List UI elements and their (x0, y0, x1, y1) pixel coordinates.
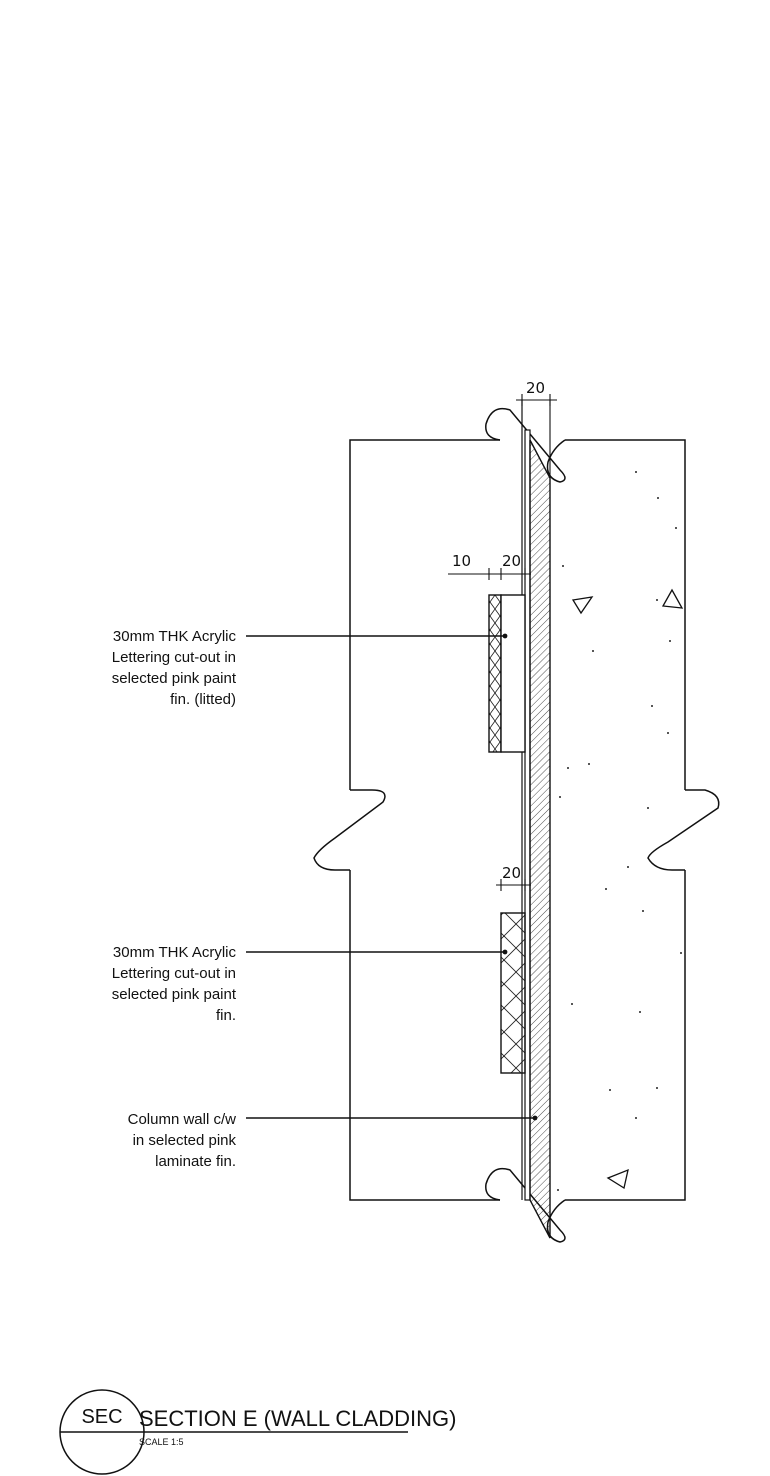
note-line: in selected pink (133, 1132, 237, 1149)
note-line: 30mm THK Acrylic (113, 628, 237, 645)
dimension-top (516, 394, 557, 478)
column-wall-board (529, 439, 551, 1239)
note-lower-acrylic: 30mm THK Acrylic Lettering cut-out in se… (112, 944, 237, 1024)
upper-acrylic-lettering (500, 594, 526, 753)
dimension-lower (496, 879, 531, 891)
note-line: 30mm THK Acrylic (113, 944, 237, 961)
column-outline (565, 439, 686, 1201)
dimension-upper-panel-label: 20 (502, 552, 521, 570)
note-line: Column wall c/w (128, 1111, 237, 1128)
leader-dot (502, 949, 508, 955)
lower-acrylic-lettering (500, 912, 526, 1074)
dimension-upper (448, 568, 531, 580)
left-wall-outline (349, 439, 500, 1201)
laminate-layer (524, 429, 531, 1201)
note-line: Lettering cut-out in (112, 649, 236, 666)
break-line-top (485, 407, 566, 483)
leader-lines (246, 635, 535, 1119)
upper-acrylic-backing (488, 594, 502, 753)
leader-dot (502, 633, 508, 639)
dimension-lower-label: 20 (502, 864, 521, 882)
dimension-top-label: 20 (526, 379, 545, 397)
break-line-right (647, 789, 720, 871)
note-upper-acrylic: 30mm THK Acrylic Lettering cut-out in se… (112, 628, 237, 708)
note-line: fin. (216, 1007, 236, 1024)
section-title: SECTION E (WALL CLADDING) (139, 1406, 456, 1431)
dimension-upper-gap-label: 10 (452, 552, 471, 570)
section-tag: SEC (81, 1406, 122, 1428)
note-column-wall: Column wall c/w in selected pink laminat… (128, 1111, 237, 1170)
note-line: laminate fin. (155, 1153, 236, 1170)
note-line: selected pink paint (112, 670, 237, 687)
section-scale: SCALE 1:5 (139, 1437, 184, 1447)
note-line: fin. (litted) (170, 691, 236, 708)
note-line: Lettering cut-out in (112, 965, 236, 982)
note-line: selected pink paint (112, 986, 237, 1003)
title-block: SEC SECTION E (WALL CLADDING) SCALE 1:5 (59, 1389, 456, 1475)
concrete-texture (557, 471, 684, 1191)
break-line-left (313, 789, 386, 871)
leader-dot (532, 1115, 538, 1121)
